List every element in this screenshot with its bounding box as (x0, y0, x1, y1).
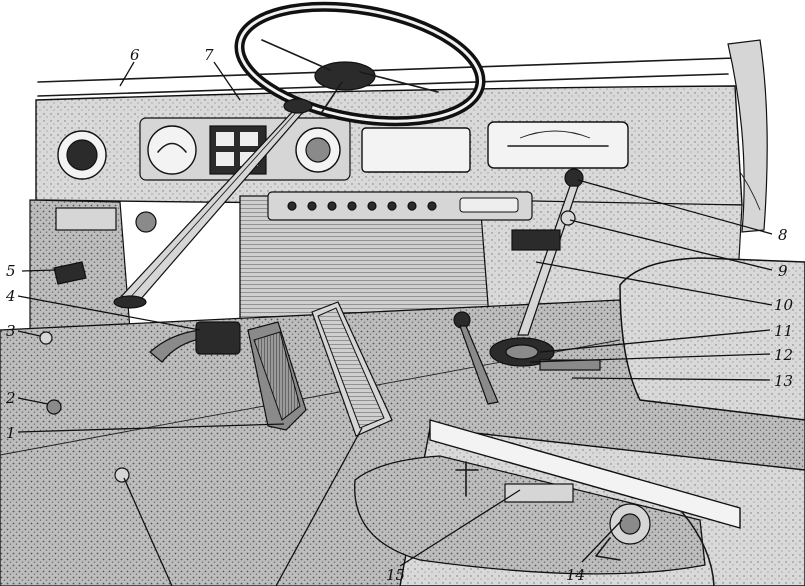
steering-hub (314, 61, 376, 91)
callout-11: 11 (774, 322, 793, 340)
pedals (39, 261, 393, 483)
pedal-small (195, 321, 241, 355)
callout-9: 9 (778, 262, 788, 280)
callout-15: 15 (386, 566, 405, 584)
floor-button-1 (114, 467, 130, 483)
leader-9 (569, 219, 773, 271)
callout-4: 4 (5, 287, 16, 305)
callout-3: 3 (6, 322, 16, 340)
leader-11 (539, 329, 771, 353)
leader-floor-a (123, 477, 173, 586)
callout-7: 7 (204, 46, 214, 64)
transfer-lever (459, 325, 499, 405)
switch-knobs (287, 197, 519, 213)
leader-5 (21, 269, 57, 272)
leader-1 (17, 423, 285, 433)
slide-mechanism (504, 483, 574, 503)
leader-8 (577, 179, 773, 235)
callout-1: 1 (6, 424, 16, 442)
callout-2: 2 (5, 389, 16, 407)
leader-2 (17, 397, 49, 405)
leader-floor-b (275, 427, 363, 586)
levers (453, 168, 601, 405)
ignition-block (55, 207, 117, 231)
callout-5: 5 (6, 262, 16, 280)
leader-lines (17, 61, 773, 586)
leader-13 (571, 377, 771, 381)
leader-15 (399, 489, 521, 567)
callout-6: 6 (130, 46, 140, 64)
callout-13: 13 (774, 372, 793, 390)
leader-7 (213, 61, 241, 101)
radio-panel (487, 121, 629, 169)
steering-assembly (113, 1, 486, 309)
callout-12: 12 (774, 346, 793, 364)
glovebox-panel (361, 127, 471, 173)
seat-rail (354, 455, 706, 575)
leader-6 (119, 61, 135, 87)
handbrake-lever-5 (53, 261, 87, 285)
leader-3 (17, 330, 41, 337)
lever-plate (539, 359, 601, 371)
callout-labels: 1 2 3 4 5 6 7 8 9 10 11 12 13 14 15 (5, 46, 794, 584)
speedometer (147, 125, 197, 175)
callout-14: 14 (566, 566, 585, 584)
floor-button-3 (39, 331, 53, 345)
callout-10: 10 (774, 296, 794, 314)
floor-button-2 (46, 399, 62, 415)
leader-14 (581, 519, 623, 563)
leader-10 (535, 261, 773, 306)
leader-4 (17, 295, 201, 331)
leader-12 (529, 353, 771, 363)
seat (354, 257, 805, 586)
gear-knob (564, 168, 584, 188)
instrument-cluster (55, 117, 629, 233)
callout-8: 8 (778, 226, 788, 244)
